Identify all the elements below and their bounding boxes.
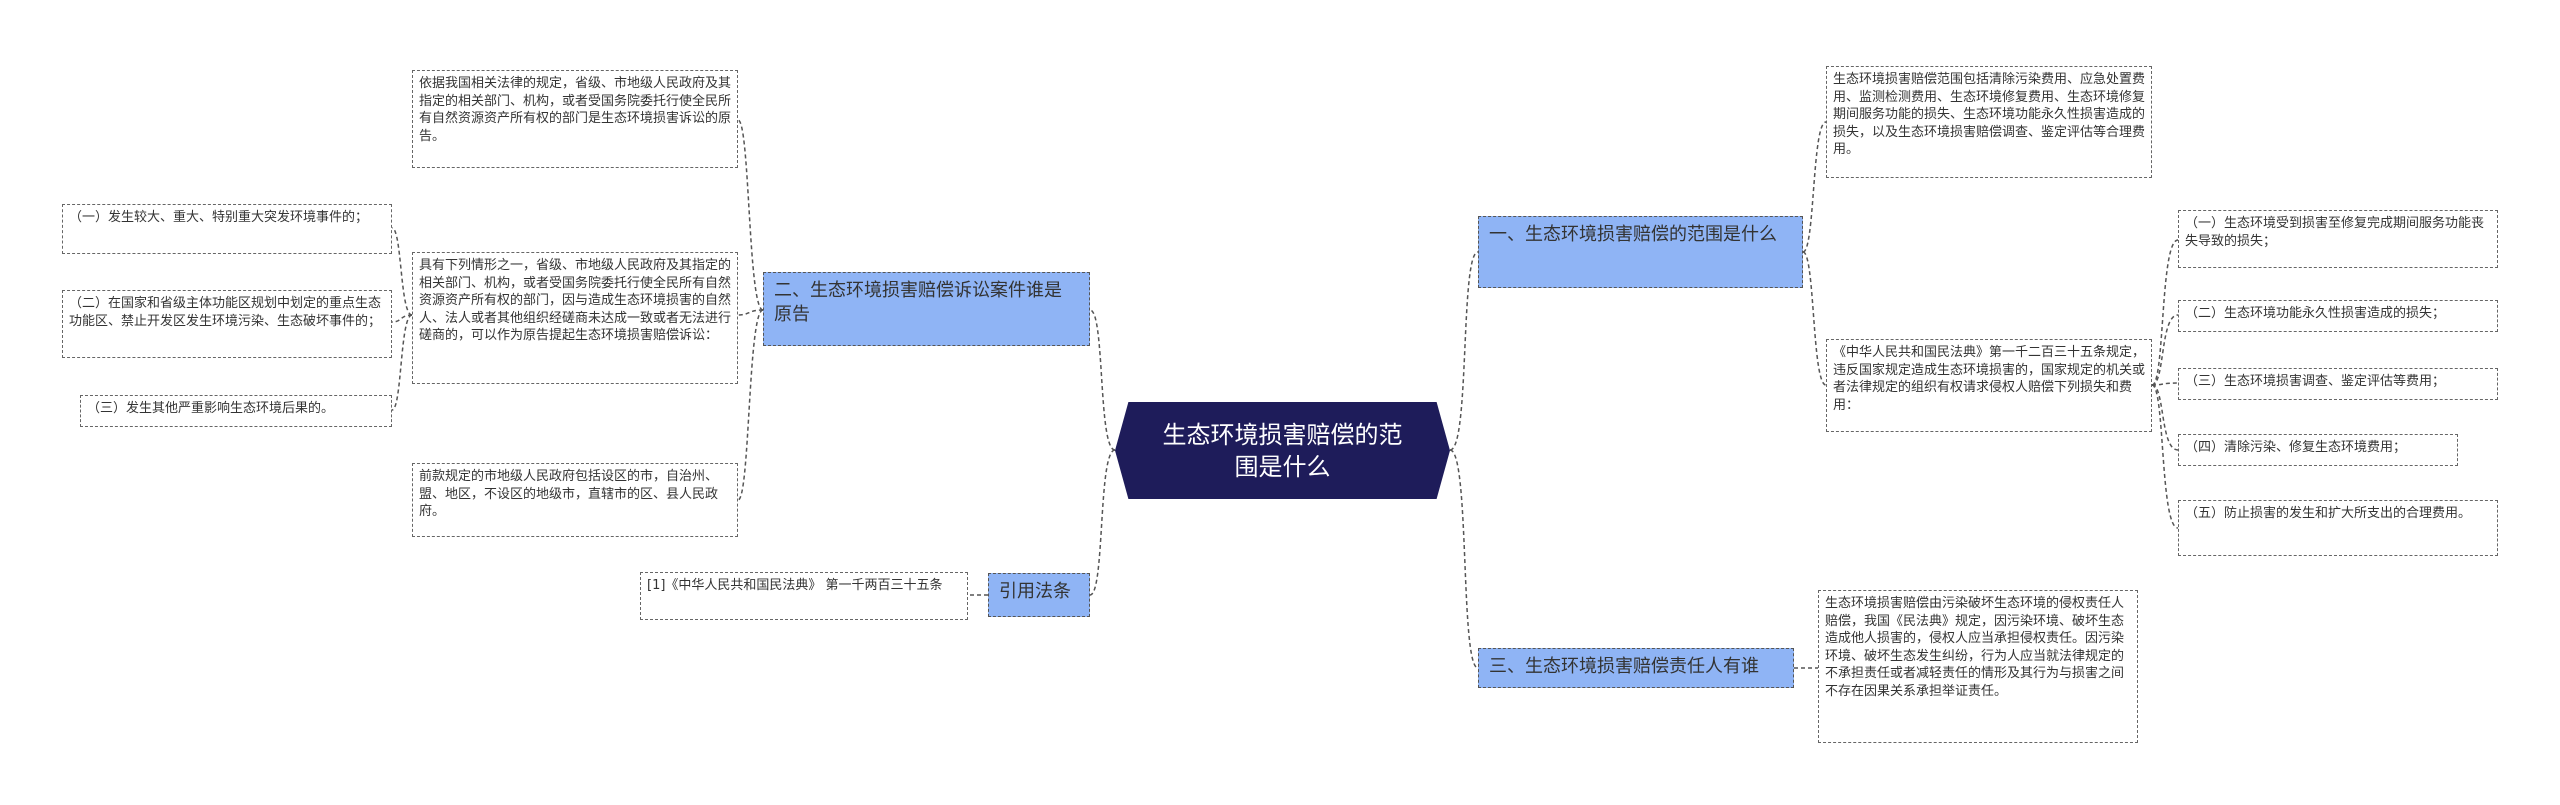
leaf-plaintiff-basis-text: 依据我国相关法律的规定，省级、市地级人民政府及其指定的相关部门、机构，或者受国务…	[419, 76, 732, 144]
connector-p2-item1	[391, 227, 413, 316]
connector-b2-p1	[737, 119, 764, 311]
connector-law-item1	[2151, 239, 2179, 386]
connector-root-b3	[1449, 449, 1479, 669]
branch-compensation-scope-label: 一、生态环境损害赔偿的范围是什么	[1489, 224, 1777, 245]
leaf-liable-party-description-text: 生态环境损害赔偿由污染破坏生态环境的侵权责任人赔偿，我国《民法典》规定，因污染环…	[1825, 596, 2125, 699]
connector-law-item3	[2151, 382, 2179, 386]
leaf-loss-item-3[interactable]: （三）生态环境损害调查、鉴定评估等费用；	[2178, 368, 2498, 400]
leaf-plaintiff-conditions[interactable]: 具有下列情形之一，省级、市地级人民政府及其指定的相关部门、机构，或者受国务院委托…	[412, 252, 738, 384]
leaf-loss-item-2[interactable]: （二）生态环境功能永久性损害造成的损失；	[2178, 300, 2498, 332]
connector-root-b1	[1449, 251, 1479, 451]
leaf-loss-item-2-text: （二）生态环境功能永久性损害造成的损失；	[2185, 306, 2446, 321]
leaf-plaintiff-conditions-text: 具有下列情形之一，省级、市地级人民政府及其指定的相关部门、机构，或者受国务院委托…	[419, 258, 732, 343]
leaf-loss-item-4-text: （四）清除污染、修复生态环境费用；	[2185, 440, 2407, 455]
leaf-scope-description[interactable]: 生态环境损害赔偿范围包括清除污染费用、应急处置费用、监测检测费用、生态环境修复费…	[1826, 66, 2152, 178]
branch-liable-party[interactable]: 三、生态环境损害赔偿责任人有谁	[1478, 648, 1794, 688]
connector-law-item5	[2151, 384, 2179, 529]
leaf-liable-party-description[interactable]: 生态环境损害赔偿由污染破坏生态环境的侵权责任人赔偿，我国《民法典》规定，因污染环…	[1818, 590, 2138, 743]
leaf-loss-item-1-text: （一）生态环境受到损害至修复完成期间服务功能丧失导致的损失；	[2185, 216, 2485, 249]
root-topic[interactable]: 生态环境损害赔偿的范围是什么	[1115, 402, 1450, 499]
leaf-civil-code-article-text: 《中华人民共和国民法典》第一千二百三十五条规定，违反国家规定造成生态环境损害的，…	[1833, 345, 2146, 413]
root-topic-label: 生态环境损害赔偿的范围是什么	[1162, 420, 1403, 481]
connector-law-item2	[2151, 314, 2179, 386]
leaf-loss-item-1[interactable]: （一）生态环境受到损害至修复完成期间服务功能丧失导致的损失；	[2178, 210, 2498, 268]
connector-b2-p2	[737, 309, 764, 316]
leaf-condition-item-1-text: （一）发生较大、重大、特别重大突发环境事件的；	[69, 210, 369, 225]
connector-root-b2	[1089, 309, 1116, 451]
leaf-loss-item-5[interactable]: （五）防止损害的发生和扩大所支出的合理费用。	[2178, 500, 2498, 556]
leaf-condition-item-3-text: （三）发生其他严重影响生态环境后果的。	[87, 401, 335, 416]
leaf-scope-description-text: 生态环境损害赔偿范围包括清除污染费用、应急处置费用、监测检测费用、生态环境修复费…	[1833, 72, 2146, 157]
connector-b1-desc	[1802, 121, 1827, 253]
leaf-cited-law-reference[interactable]: [1]《中华人民共和国民法典》 第一千两百三十五条	[640, 572, 968, 620]
connector-root-law	[1089, 449, 1116, 596]
connector-law-item4	[2151, 384, 2179, 451]
leaf-civil-code-article[interactable]: 《中华人民共和国民法典》第一千二百三十五条规定，违反国家规定造成生态环境损害的，…	[1826, 339, 2152, 432]
leaf-loss-item-5-text: （五）防止损害的发生和扩大所支出的合理费用。	[2185, 506, 2472, 521]
connector-p2-item2	[391, 314, 413, 323]
leaf-condition-item-1[interactable]: （一）发生较大、重大、特别重大突发环境事件的；	[62, 204, 392, 254]
branch-compensation-scope[interactable]: 一、生态环境损害赔偿的范围是什么	[1478, 216, 1803, 288]
leaf-plaintiff-scope-note[interactable]: 前款规定的市地级人民政府包括设区的市，自治州、盟、地区，不设区的地级市，直辖市的…	[412, 463, 738, 537]
leaf-condition-item-3[interactable]: （三）发生其他严重影响生态环境后果的。	[80, 395, 392, 427]
branch-liable-party-label: 三、生态环境损害赔偿责任人有谁	[1489, 656, 1759, 677]
branch-cited-law[interactable]: 引用法条	[988, 573, 1090, 617]
connector-b1-law	[1802, 251, 1827, 386]
leaf-loss-item-3-text: （三）生态环境损害调查、鉴定评估等费用；	[2185, 374, 2446, 389]
branch-plaintiff-label: 二、生态环境损害赔偿诉讼案件谁是原告	[774, 280, 1062, 325]
branch-cited-law-label: 引用法条	[999, 581, 1071, 602]
connector-b2-p3	[737, 309, 764, 501]
leaf-condition-item-2-text: （二）在国家和省级主体功能区规划中划定的重点生态功能区、禁止开发区发生环境污染、…	[69, 296, 382, 329]
leaf-loss-item-4[interactable]: （四）清除污染、修复生态环境费用；	[2178, 434, 2458, 466]
connector-p2-item3	[391, 314, 413, 411]
branch-plaintiff[interactable]: 二、生态环境损害赔偿诉讼案件谁是原告	[763, 272, 1090, 346]
leaf-condition-item-2[interactable]: （二）在国家和省级主体功能区规划中划定的重点生态功能区、禁止开发区发生环境污染、…	[62, 290, 392, 358]
leaf-plaintiff-basis[interactable]: 依据我国相关法律的规定，省级、市地级人民政府及其指定的相关部门、机构，或者受国务…	[412, 70, 738, 168]
leaf-cited-law-reference-text: [1]《中华人民共和国民法典》 第一千两百三十五条	[647, 578, 943, 593]
leaf-plaintiff-scope-note-text: 前款规定的市地级人民政府包括设区的市，自治州、盟、地区，不设区的地级市，直辖市的…	[419, 469, 719, 519]
